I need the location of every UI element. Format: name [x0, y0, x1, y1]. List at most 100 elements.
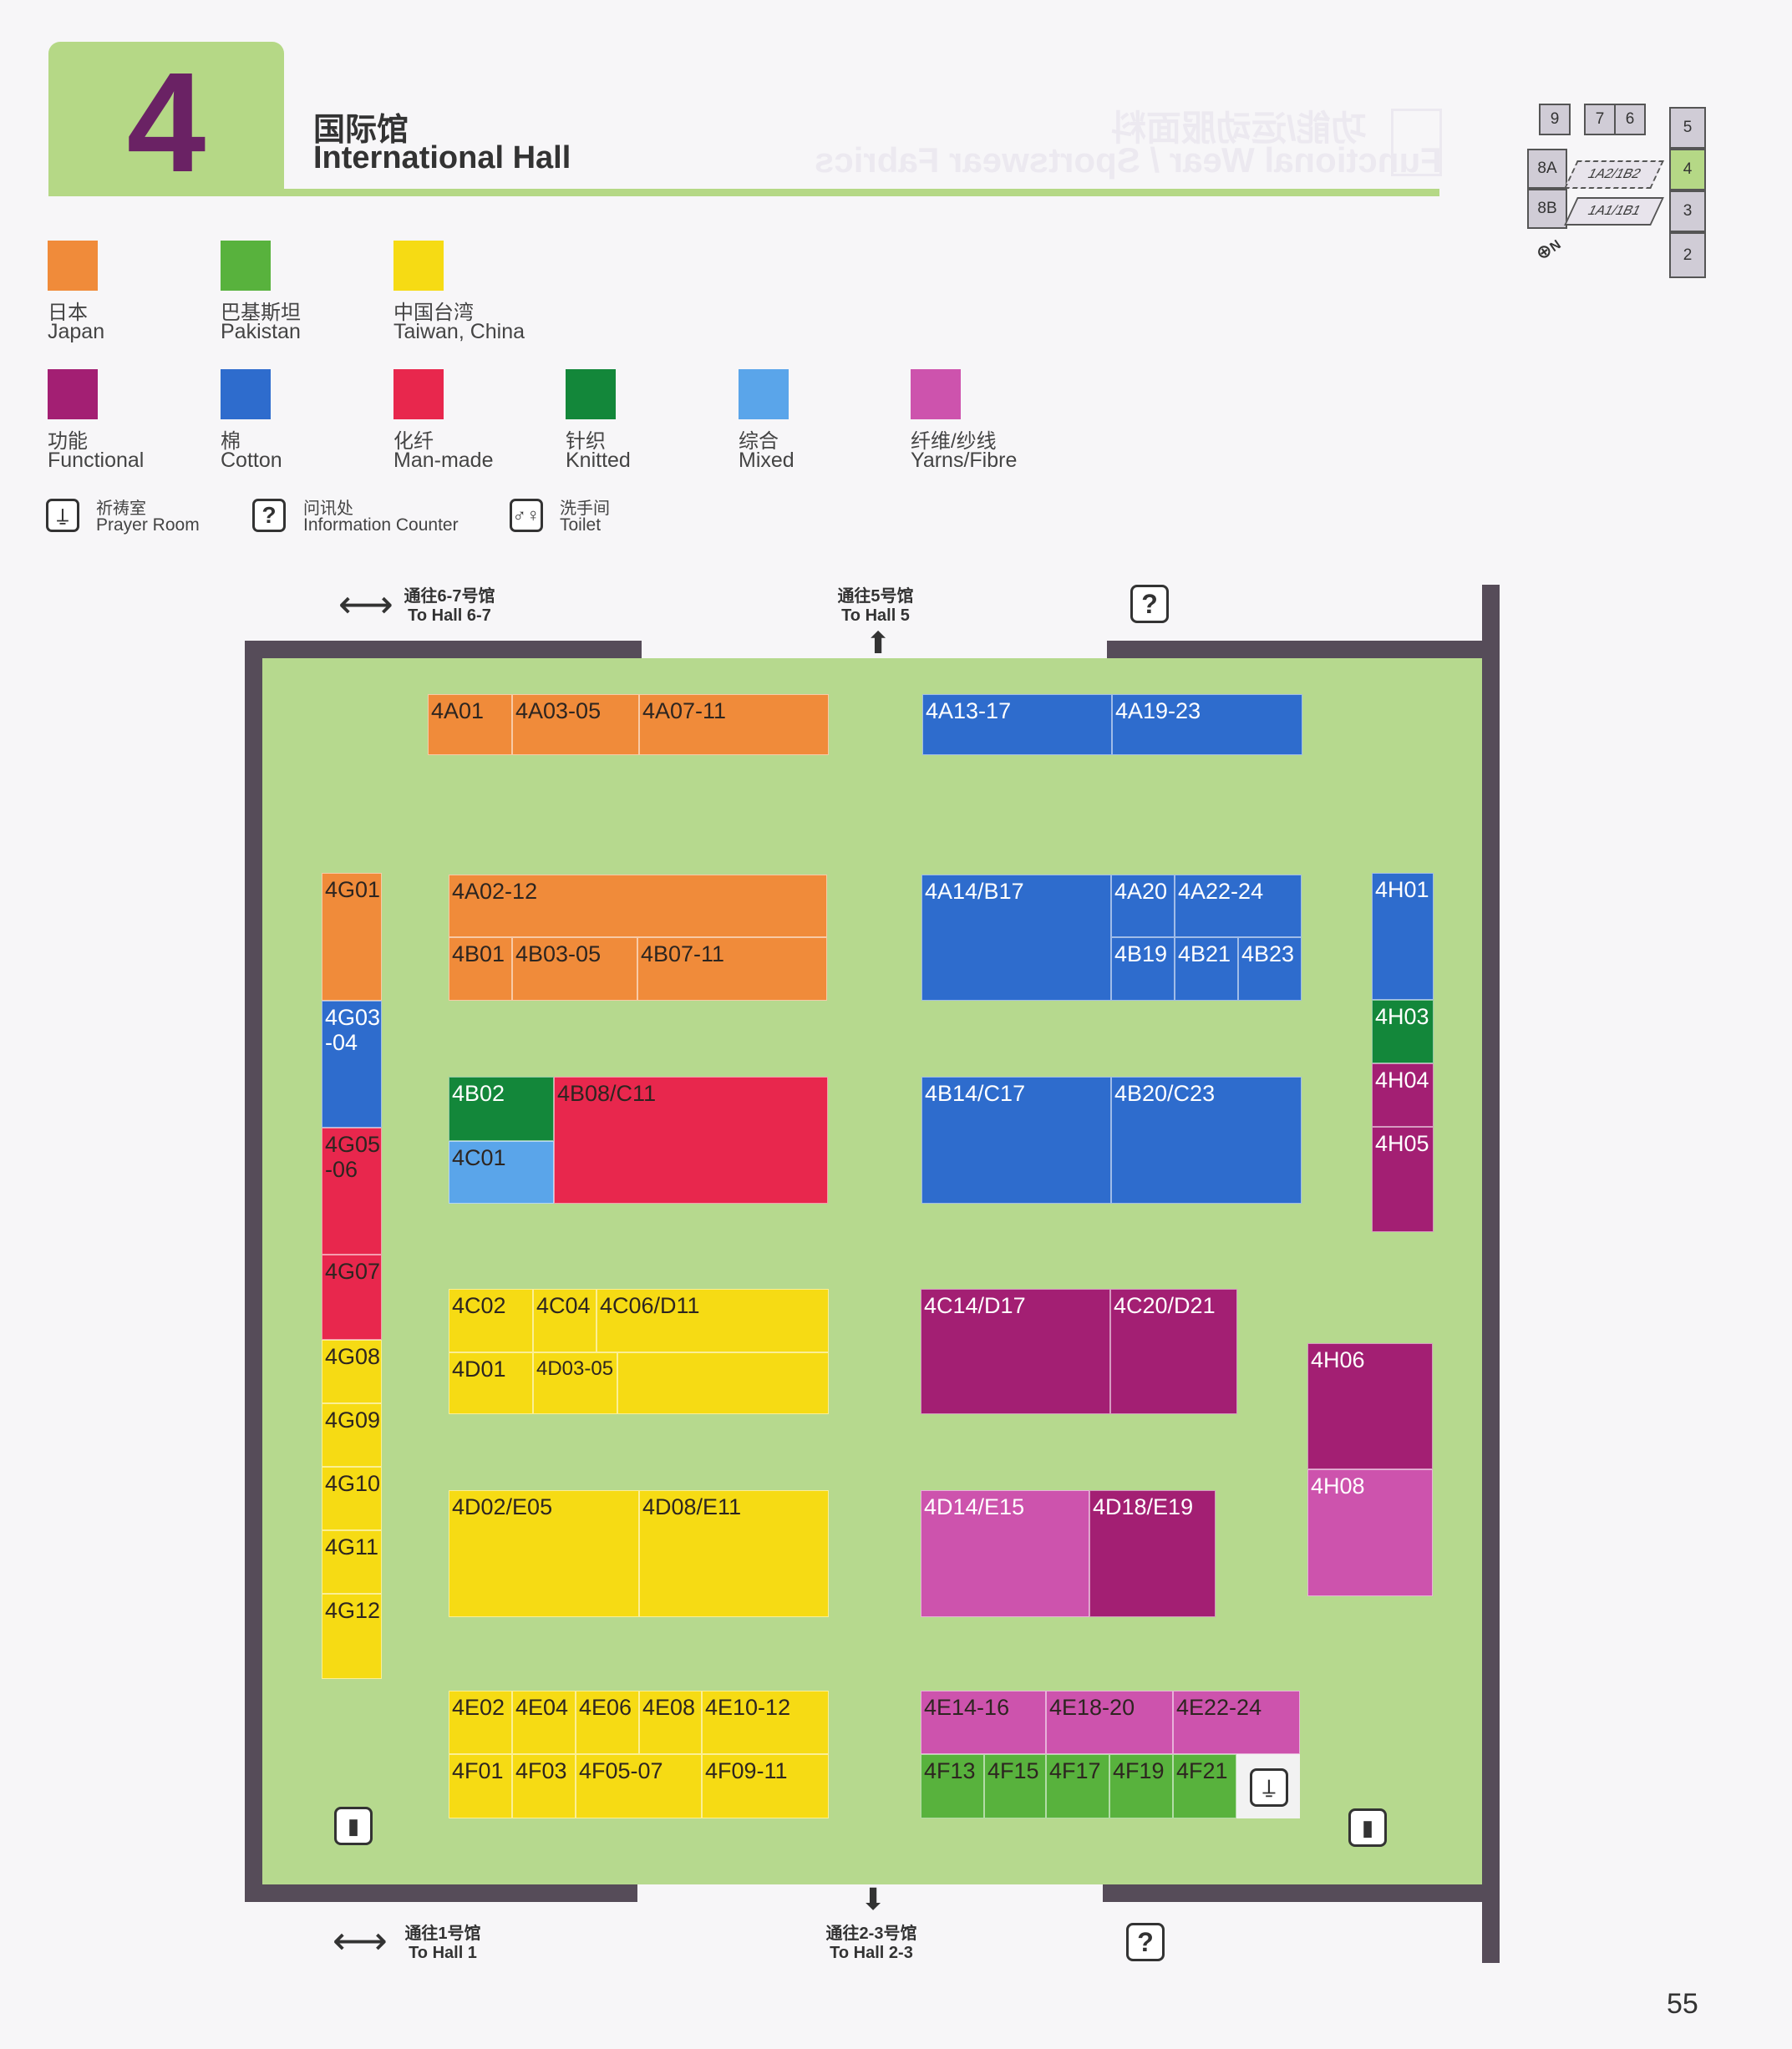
legend-label-cn: 中国台湾 — [393, 302, 474, 324]
locator-hall-6: 6 — [1614, 104, 1646, 135]
booth[interactable]: 4E04 — [512, 1691, 576, 1754]
booth[interactable]: 4B21 — [1175, 937, 1238, 1001]
information-counter-icon[interactable]: ? — [1130, 585, 1169, 623]
booth[interactable]: 4F21 — [1173, 1754, 1236, 1818]
prayer-room-icon[interactable]: ⍊ — [1250, 1768, 1288, 1807]
booth[interactable]: 4E06 — [576, 1691, 639, 1754]
locator-hall-2: 2 — [1669, 232, 1706, 278]
header-rule — [48, 189, 1439, 196]
information-counter-icon[interactable]: ? — [1126, 1923, 1165, 1961]
legend-label-en: Functional — [48, 449, 145, 472]
booth[interactable]: 4H05 — [1372, 1127, 1434, 1232]
booth[interactable]: 4C14/D17 — [921, 1289, 1110, 1414]
booth[interactable]: 4D02/E05 — [449, 1490, 639, 1617]
locator-hall-7: 7 — [1584, 104, 1616, 135]
booth[interactable]: 4A03-05 — [512, 694, 639, 755]
booth[interactable]: 4C06/D11 — [596, 1289, 829, 1352]
legend-swatch-functional — [48, 369, 98, 419]
booth[interactable]: 4F01 — [449, 1754, 512, 1818]
booth-area[interactable] — [617, 1352, 829, 1414]
booth[interactable]: 4H03 — [1372, 1000, 1434, 1063]
booth[interactable]: 4E22-24 — [1173, 1691, 1300, 1754]
booth[interactable]: 4G08 — [322, 1340, 382, 1403]
booth[interactable]: 4A19-23 — [1112, 694, 1302, 755]
booth[interactable]: 4G09 — [322, 1403, 382, 1467]
booth[interactable]: 4E02 — [449, 1691, 512, 1754]
booth[interactable]: 4B23 — [1238, 937, 1302, 1001]
hall-number: 4 — [126, 43, 206, 202]
booth[interactable]: 4B07-11 — [637, 937, 827, 1001]
booth[interactable]: 4A02-12 — [449, 875, 827, 937]
booth[interactable]: 4E18-20 — [1046, 1691, 1173, 1754]
booth[interactable]: 4G12 — [322, 1594, 382, 1679]
facility-label-cn: 洗手间 — [560, 500, 610, 518]
booth[interactable]: 4D18/E19 — [1089, 1490, 1216, 1617]
legend-label-cn: 综合 — [739, 430, 779, 453]
booth[interactable]: 4D01 — [449, 1352, 533, 1414]
legend-swatch-mixed — [739, 369, 789, 419]
booth[interactable]: 4A07-11 — [639, 694, 829, 755]
legend-label-en: Taiwan, China — [393, 320, 525, 343]
booth[interactable]: 4F17 — [1046, 1754, 1109, 1818]
booth[interactable]: 4F15 — [984, 1754, 1046, 1818]
booth[interactable]: 4G03 -04 — [322, 1001, 382, 1128]
booth[interactable]: 4B01 — [449, 937, 512, 1001]
locator-hall-1a1-1b1: 1A1/1B1 — [1564, 197, 1664, 226]
booth[interactable]: 4G01 — [322, 873, 382, 1001]
booth[interactable]: 4B08/C11 — [554, 1077, 828, 1204]
toilet-icon[interactable]: ▮ — [1348, 1808, 1387, 1847]
legend-label-cn: 巴基斯坦 — [221, 302, 301, 324]
booth[interactable]: 4H06 — [1307, 1343, 1433, 1469]
legend-label-cn: 日本 — [48, 302, 88, 324]
booth[interactable]: 4F09-11 — [702, 1754, 829, 1818]
booth[interactable]: 4E08 — [639, 1691, 702, 1754]
legend-label-en: Mixed — [739, 449, 794, 472]
locator-1a1: 1A1 — [1585, 204, 1616, 218]
booth[interactable]: 4A14/B17 — [921, 875, 1111, 1001]
booth[interactable]: 4E10-12 — [702, 1691, 829, 1754]
booth[interactable]: 4B02 — [449, 1077, 554, 1141]
arrow-up-icon: ⬆ — [866, 626, 891, 660]
nav-label-en: To Hall 6-7 — [408, 606, 491, 625]
booth[interactable]: 4H01 — [1372, 873, 1434, 1000]
booth[interactable]: 4C02 — [449, 1289, 533, 1352]
toilet-icon[interactable]: ▮ — [334, 1807, 373, 1845]
booth[interactable]: 4D14/E15 — [921, 1490, 1089, 1617]
booth[interactable]: 4E14-16 — [921, 1691, 1046, 1754]
legend-label-en: Japan — [48, 320, 105, 343]
booth[interactable]: 4C04 — [533, 1289, 596, 1352]
booth[interactable]: 4F13 — [921, 1754, 984, 1818]
nav-to-hall-1: 通往1号馆 To Hall 1 — [393, 1920, 493, 1963]
booth[interactable]: 4H08 — [1307, 1469, 1433, 1596]
locator-hall-3: 3 — [1669, 190, 1706, 232]
legend-label-cn: 纤维/纱线 — [911, 430, 997, 453]
booth[interactable]: 4B14/C17 — [921, 1077, 1111, 1204]
booth[interactable]: 4C20/D21 — [1110, 1289, 1237, 1414]
booth[interactable]: 4F05-07 — [576, 1754, 702, 1818]
booth[interactable]: 4A20 — [1111, 875, 1175, 937]
booth[interactable]: 4G07 — [322, 1255, 382, 1340]
booth[interactable]: 4G10 — [322, 1467, 382, 1530]
legend-label-en: Pakistan — [221, 320, 301, 343]
booth[interactable]: 4C01 — [449, 1141, 554, 1204]
compass-north-label: N — [1547, 237, 1564, 256]
booth[interactable]: 4G05 -06 — [322, 1128, 382, 1255]
booth[interactable]: 4H04 — [1372, 1063, 1434, 1127]
hall-number-tab — [48, 42, 284, 196]
booth[interactable]: 4A01 — [428, 694, 512, 755]
booth[interactable]: 4B20/C23 — [1111, 1077, 1302, 1204]
booth[interactable]: 4G11 — [322, 1530, 382, 1594]
booth[interactable]: 4F19 — [1109, 1754, 1173, 1818]
legend-label-cn: 功能 — [48, 430, 88, 453]
booth[interactable]: 4B03-05 — [512, 937, 637, 1001]
facility-label-cn: 祈祷室 — [96, 500, 146, 518]
compass-icon: ⊕N — [1531, 237, 1564, 265]
booth[interactable]: 4D03-05 — [533, 1352, 617, 1414]
booth[interactable]: 4A22-24 — [1175, 875, 1302, 937]
booth[interactable]: 4B19 — [1111, 937, 1175, 1001]
booth[interactable]: 4D08/E11 — [639, 1490, 829, 1617]
wall-right — [1482, 585, 1500, 1963]
booth[interactable]: 4F03 — [512, 1754, 576, 1818]
wall-left — [245, 641, 262, 1902]
booth[interactable]: 4A13-17 — [922, 694, 1112, 755]
